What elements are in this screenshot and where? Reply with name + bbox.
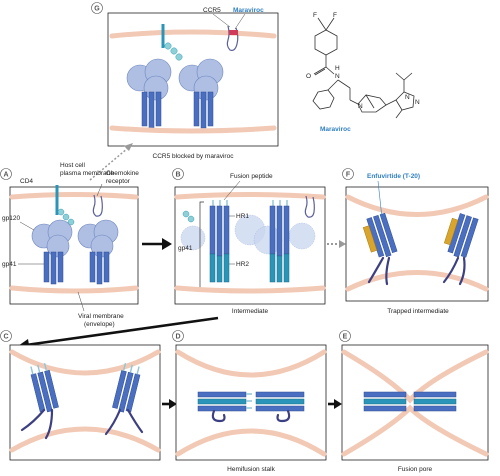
maraviroc-block — [229, 30, 238, 35]
host-membrane-f — [345, 194, 489, 217]
atom-o: O — [306, 73, 311, 80]
tag-e: E — [343, 334, 348, 341]
tag-f: F — [346, 172, 351, 179]
tag-g-circle — [91, 2, 103, 14]
label-maraviroc-structure: Maraviroc — [320, 126, 351, 133]
tag-c: C — [3, 334, 8, 341]
label-enfuvirtide: Enfuvirtide (T-20) — [367, 173, 420, 180]
viral-membrane-b — [174, 285, 326, 294]
host-membrane-b — [174, 192, 326, 200]
panel-a: Host cell plasma membrane CD4 Chemokine … — [2, 162, 139, 328]
caption-e: Fusion pore — [398, 466, 433, 473]
panel-f: Enfuvirtide (T-20) Trapped intermediate — [345, 173, 489, 315]
panel-tags: G A B F C D E — [0, 2, 354, 342]
host-membrane-g — [109, 29, 277, 39]
atom-h: H — [335, 65, 340, 72]
atom-n-triazole-2: N — [415, 99, 420, 106]
caption-d: Hemifusion stalk — [227, 466, 275, 473]
atom-n-amide: N — [335, 73, 340, 80]
ccr5-a — [92, 194, 103, 217]
arrow-b-to-c — [25, 316, 219, 347]
maraviroc-structure: F F O H N N N N Maraviroc — [306, 12, 420, 133]
tag-g: G — [94, 6, 100, 13]
caption-b: Intermediate — [232, 308, 269, 315]
tag-d: D — [175, 334, 180, 341]
host-membrane-a — [9, 192, 139, 200]
arrow-a-to-g — [89, 147, 129, 181]
label-gp120: gp120 — [2, 215, 20, 222]
phenyl-ring — [312, 89, 335, 110]
panel-a-frame — [9, 186, 139, 305]
viral-membrane-a — [9, 285, 139, 294]
atom-f2: F — [333, 12, 337, 19]
atom-n-triazole-1: N — [405, 94, 410, 101]
viral-membrane-e — [341, 404, 489, 457]
panel-c — [9, 344, 161, 461]
label-ccr5: CCR5 — [203, 7, 221, 14]
label-chemokine-2: receptor — [106, 178, 131, 185]
label-hr2: HR2 — [236, 261, 249, 268]
caption-f: Trapped intermediate — [387, 308, 449, 315]
panel-g: CCR5 Maraviroc CCR5 blocked by maraviroc — [107, 7, 279, 160]
panel-d: Hemifusion stalk — [175, 344, 327, 473]
label-chemokine-1: Chemokine — [106, 170, 139, 177]
label-fusion-peptide: Fusion peptide — [230, 173, 273, 180]
caption-g: CCR5 blocked by maraviroc — [153, 153, 235, 160]
label-host-cell-1: Host cell — [60, 162, 85, 169]
cyclohexane-ring — [314, 29, 338, 56]
enfuvirtide-peptide-left — [362, 225, 378, 253]
viral-membrane-d — [175, 428, 327, 457]
host-membrane-e — [341, 349, 489, 404]
enfuvirtide-peptide-right — [443, 217, 459, 246]
tag-b: B — [175, 172, 180, 179]
label-gp41-a: gp41 — [2, 261, 17, 268]
panel-b: Fusion peptide HR1 HR2 gp41 Intermediate — [174, 173, 326, 315]
label-viral-membrane-1: Viral membrane — [78, 313, 124, 320]
triazole-ring — [395, 91, 415, 111]
atom-f1: F — [313, 12, 317, 19]
label-hr1: HR1 — [236, 213, 249, 220]
atom-n-tropane: N — [358, 103, 363, 110]
tag-a: A — [3, 172, 8, 179]
viral-membrane-c — [9, 426, 161, 453]
label-viral-membrane-2: (envelope) — [84, 321, 115, 328]
host-membrane-d — [175, 349, 327, 378]
host-membrane-c — [9, 349, 161, 376]
viral-membrane-f — [345, 270, 489, 292]
label-host-cell-2: plasma membrane — [60, 170, 114, 177]
panel-e: Fusion pore — [341, 344, 489, 473]
viral-membrane-g — [109, 125, 277, 134]
label-gp41-b: gp41 — [178, 245, 193, 252]
label-cd4: CD4 — [20, 178, 33, 185]
label-maraviroc: Maraviroc — [233, 7, 264, 14]
ccr5-g — [226, 25, 239, 51]
